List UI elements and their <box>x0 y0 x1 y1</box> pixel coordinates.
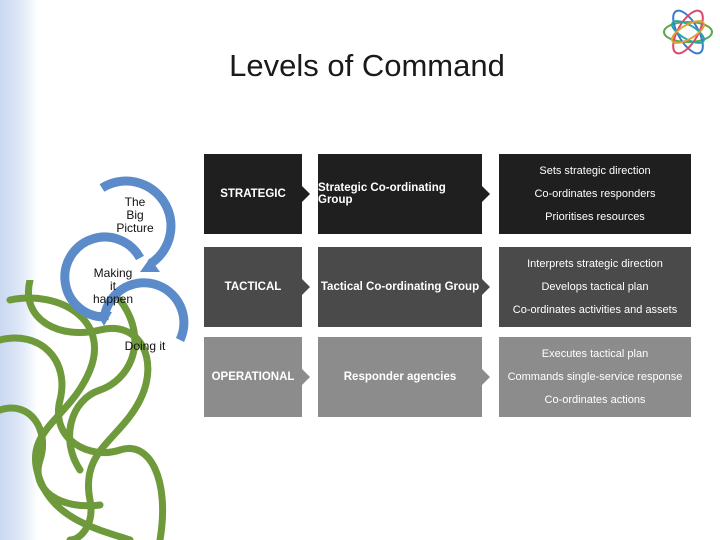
connector-arrow-strategic-2 <box>482 186 490 202</box>
cycle-arrow-2 <box>60 232 144 322</box>
cycle-label-making-it-happen: Making it happen <box>92 266 134 306</box>
action-item: Interprets strategic direction <box>527 258 663 270</box>
actions-operational: Executes tactical plan Commands single-s… <box>499 337 691 417</box>
action-item: Commands single-service response <box>507 371 683 383</box>
cycle-arrowhead-1 <box>140 258 160 272</box>
cycle-arrow-1 <box>99 176 176 268</box>
left-gradient-bar <box>0 0 38 540</box>
cycle-arrowhead-2 <box>96 312 112 326</box>
logo-icon <box>663 9 713 55</box>
level-name-tactical: TACTICAL <box>204 247 302 327</box>
action-item: Develops tactical plan <box>541 281 649 293</box>
connector-arrow-operational-1 <box>302 369 310 385</box>
cycle-label-big-picture: The Big Picture <box>116 195 154 235</box>
connector-arrow-tactical-2 <box>482 279 490 295</box>
group-operational: Responder agencies <box>318 337 482 417</box>
group-strategic: Strategic Co-ordinating Group <box>318 154 482 234</box>
action-item: Co-ordinates actions <box>544 394 646 406</box>
page-title: Levels of Command <box>229 48 505 83</box>
connector-arrow-strategic-1 <box>302 186 310 202</box>
connector-arrow-operational-2 <box>482 369 490 385</box>
action-item: Prioritises resources <box>545 211 645 223</box>
celtic-knot-decoration <box>0 280 167 540</box>
level-name-strategic: STRATEGIC <box>204 154 302 234</box>
action-item: Sets strategic direction <box>539 165 651 177</box>
cycle-arrows-diagram <box>60 176 189 342</box>
cycle-label-doing-it: Doing it <box>124 339 166 353</box>
action-item: Co-ordinates activities and assets <box>512 304 678 316</box>
level-name-operational: OPERATIONAL <box>204 337 302 417</box>
actions-strategic: Sets strategic direction Co-ordinates re… <box>499 154 691 234</box>
cycle-arrow-3 <box>99 278 189 342</box>
action-item: Co-ordinates responders <box>534 188 656 200</box>
action-item: Executes tactical plan <box>541 348 649 360</box>
group-tactical: Tactical Co-ordinating Group <box>318 247 482 327</box>
connector-arrow-tactical-1 <box>302 279 310 295</box>
actions-tactical: Interprets strategic direction Develops … <box>499 247 691 327</box>
